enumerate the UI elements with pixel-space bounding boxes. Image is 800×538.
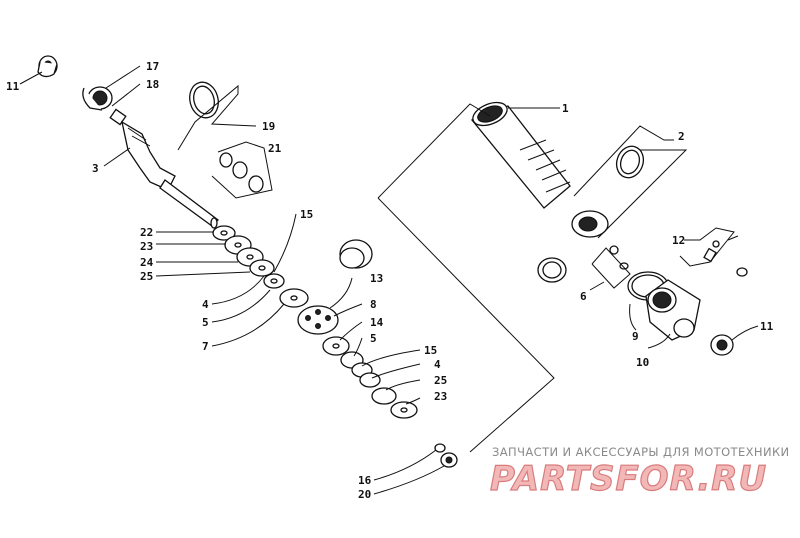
watermark: ЗАПЧАСТИ И АКСЕССУАРЫ ДЛЯ МОТОТЕХНИКИ PA… xyxy=(489,445,790,500)
part-ring-13 xyxy=(339,239,373,269)
callout-19: 19 xyxy=(262,120,275,133)
callout-11-right: 11 xyxy=(760,320,774,333)
part-spring-seat xyxy=(537,210,609,283)
part-clips-6 xyxy=(609,245,629,270)
part-eye-17-18 xyxy=(82,86,127,126)
part-bushing-11-bottom xyxy=(710,334,734,356)
callout-3: 3 xyxy=(92,162,99,175)
callout-15: 15 xyxy=(300,208,313,221)
part-body-end-10 xyxy=(645,279,701,341)
callout-1: 1 xyxy=(562,102,569,115)
part-washers-lower xyxy=(322,336,418,419)
callout-21: 21 xyxy=(268,142,282,155)
part-boot-1 xyxy=(470,101,571,209)
callout-13: 13 xyxy=(370,272,383,285)
callout-6: 6 xyxy=(580,290,587,303)
part-piston-8 xyxy=(297,305,339,335)
callout-17: 17 xyxy=(146,60,159,73)
callout-labels: 11 17 18 19 21 3 15 22 23 24 25 4 5 7 13… xyxy=(6,60,774,501)
watermark-caption: ЗАПЧАСТИ И АКСЕССУАРЫ ДЛЯ МОТОТЕХНИКИ xyxy=(492,445,790,459)
part-shaft-3 xyxy=(121,120,219,229)
callout-24: 24 xyxy=(140,256,154,269)
callout-5: 5 xyxy=(202,316,209,329)
callout-25-lower: 25 xyxy=(434,374,447,387)
part-bushings-21 xyxy=(219,152,264,193)
callout-23-lower: 23 xyxy=(434,390,447,403)
callout-7: 7 xyxy=(202,340,209,353)
callout-2: 2 xyxy=(678,130,685,143)
callout-9: 9 xyxy=(632,330,639,343)
callout-12: 12 xyxy=(672,234,685,247)
callout-15-lower: 15 xyxy=(424,344,437,357)
callout-22: 22 xyxy=(140,226,153,239)
callout-25: 25 xyxy=(140,270,153,283)
callout-18: 18 xyxy=(146,78,159,91)
part-nut-16-20 xyxy=(434,443,458,468)
callout-5-lower: 5 xyxy=(370,332,377,345)
callout-10: 10 xyxy=(636,356,649,369)
callout-11: 11 xyxy=(6,80,20,93)
callout-14: 14 xyxy=(370,316,384,329)
callout-8: 8 xyxy=(370,298,377,311)
leader-lines xyxy=(19,65,759,495)
callout-4: 4 xyxy=(202,298,209,311)
watermark-logo: PARTSFOR.RU xyxy=(490,459,767,499)
callout-16: 16 xyxy=(358,474,372,487)
part-washers-22-25 xyxy=(212,225,309,308)
part-bushing-11-top xyxy=(37,55,58,78)
callout-4-lower: 4 xyxy=(434,358,441,371)
callout-23: 23 xyxy=(140,240,153,253)
callout-20: 20 xyxy=(358,488,371,501)
part-ring-2 xyxy=(615,145,645,179)
